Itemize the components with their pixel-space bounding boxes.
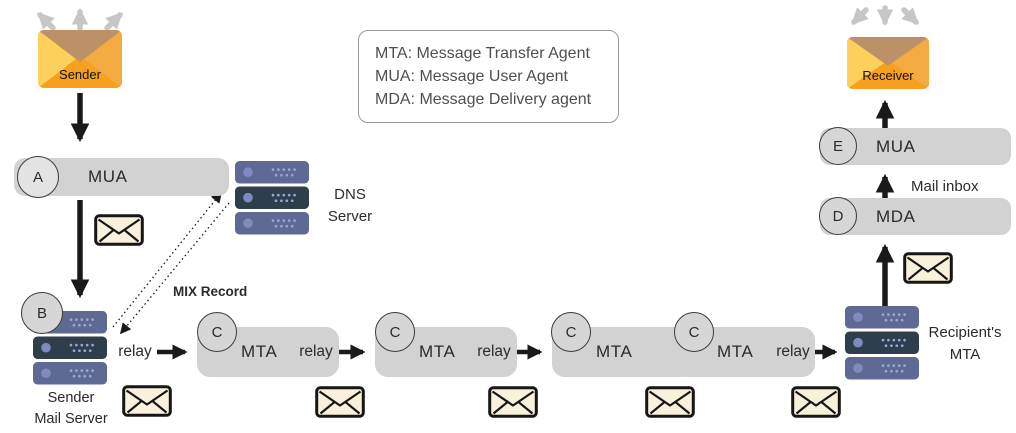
message-envelope-icon: [94, 214, 144, 246]
node-label: MUA: [88, 167, 128, 186]
message-envelope-icon: [791, 386, 841, 418]
relay-label-4: relay: [776, 343, 810, 360]
relay-label-3: relay: [477, 343, 511, 360]
relay-label-1: relay: [118, 343, 152, 360]
badge-step-e: E: [819, 127, 857, 165]
recipient-label-line1: Recipient's: [928, 324, 1002, 341]
badge-step-d: D: [819, 197, 857, 235]
node-label: MTA: [419, 342, 456, 361]
mail-envelope-icon: [791, 386, 841, 418]
sender-server-label-line2: Mail Server: [34, 410, 108, 427]
legend-line-mta: MTA: Message Transfer Agent: [375, 45, 590, 62]
dns-server-icon: [235, 161, 309, 235]
mail-envelope-icon: [645, 386, 695, 418]
badge-letter: E: [832, 137, 843, 155]
badge-step-c2: C: [375, 312, 415, 352]
receiver-mail-icon: Receiver: [847, 37, 929, 89]
dns-server-label: DNS Server: [317, 184, 383, 228]
sender-mail-server-label: Sender Mail Server: [10, 388, 132, 429]
message-envelope-icon: [645, 386, 695, 418]
message-envelope-icon: [122, 385, 172, 417]
dns-label-line1: DNS: [334, 186, 366, 203]
badge-letter: D: [832, 207, 844, 225]
node-label: MUA: [876, 136, 916, 156]
receiver-in-arrow-left: [851, 7, 869, 25]
recipient-mta-label: Recipient's MTA: [918, 322, 1012, 366]
node-label: MTA: [241, 342, 278, 361]
message-envelope-icon: [315, 386, 365, 418]
node-label: MDA: [876, 206, 916, 226]
mail-envelope-icon: [122, 385, 172, 417]
dns-label-line2: Server: [327, 207, 373, 225]
badge-letter: C: [211, 323, 223, 341]
message-envelope-icon: [488, 386, 538, 418]
sender-mail-icon: Sender: [38, 30, 122, 88]
badge-letter: B: [36, 304, 47, 322]
badge-letter: C: [688, 323, 700, 341]
sender-out-arrow-left: [37, 12, 56, 31]
mail-envelope-icon: [903, 252, 953, 284]
recipient-label-line2: MTA: [949, 345, 981, 363]
badge-letter: A: [32, 168, 43, 186]
relay-label-2: relay: [299, 343, 333, 360]
badge-letter: C: [565, 323, 577, 341]
badge-step-b: B: [21, 292, 63, 334]
sender-out-arrow-right: [104, 12, 123, 31]
sender-label: Sender: [59, 67, 101, 82]
mail-inbox-label: Mail inbox: [911, 178, 979, 195]
mail-envelope-icon: [488, 386, 538, 418]
mix-record-label: MIX Record: [173, 284, 248, 299]
legend-line-mda: MDA: Message Delivery agent: [375, 91, 592, 108]
badge-step-c1: C: [197, 312, 237, 352]
receiver-in-arrow-right: [901, 7, 919, 25]
server-stack-icon: [845, 306, 919, 380]
badge-step-c4: C: [674, 312, 714, 352]
node-label: MTA: [596, 342, 633, 361]
badge-step-a: A: [17, 156, 59, 198]
node-label: MTA: [717, 342, 754, 361]
badge-letter: C: [389, 323, 401, 341]
message-envelope-icon: [903, 252, 953, 284]
receiver-label: Receiver: [862, 68, 914, 83]
sender-server-label-line1: Sender: [47, 390, 95, 406]
server-stack-icon: [235, 161, 309, 235]
orange-envelope-icon: [847, 37, 929, 89]
legend-line-mua: MUA: Message User Agent: [375, 68, 568, 85]
mail-envelope-icon: [315, 386, 365, 418]
badge-step-c3: C: [551, 312, 591, 352]
recipient-mta-server-icon: [845, 306, 919, 380]
legend-box: MTA: Message Transfer Agent MUA: Message…: [358, 30, 619, 123]
mail-envelope-icon: [94, 214, 144, 246]
orange-envelope-icon: [38, 30, 122, 88]
